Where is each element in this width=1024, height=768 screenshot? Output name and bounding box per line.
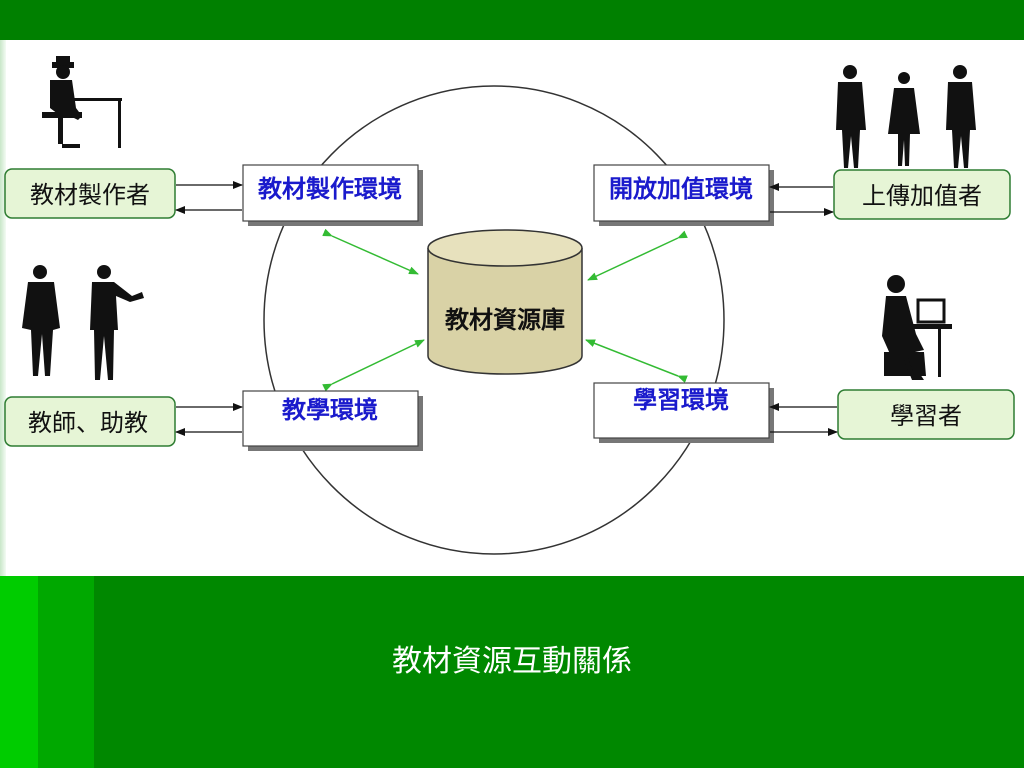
actor-learner-label: 學習者 <box>890 402 962 430</box>
env-value-added-label: 開放加值環境 <box>609 175 753 203</box>
connector-production <box>322 228 419 275</box>
header-bar <box>0 0 1024 40</box>
env-value-added-box: 開放加值環境 <box>593 164 774 226</box>
env-teaching-box: 教學環境 <box>242 390 423 451</box>
env-production-label: 教材製作環境 <box>258 175 402 203</box>
slide-caption: 教材資源互動關係 <box>392 644 632 679</box>
footer-stripe-mid <box>38 576 94 768</box>
env-learning-box: 學習環境 <box>593 382 774 443</box>
env-learning-label: 學習環境 <box>633 386 729 414</box>
environment-circle <box>263 85 725 555</box>
footer-stripe-light <box>0 576 38 768</box>
left-edge-stripe <box>0 40 6 576</box>
footer-area <box>0 576 1024 768</box>
actor-uploader-label: 上傳加值者 <box>862 182 982 210</box>
connector-value-added <box>587 230 688 281</box>
actor-producer-box: 教材製作者 <box>4 168 176 219</box>
actor-teacher-label: 教師、助教 <box>28 409 148 437</box>
database-connectors <box>322 228 688 392</box>
env-teaching-label: 教學環境 <box>282 396 378 424</box>
database-label: 教材資源庫 <box>445 306 565 334</box>
teachers-pair-icon <box>22 265 144 380</box>
connector-teaching <box>322 339 425 392</box>
resource-database: 教材資源庫 <box>427 229 583 375</box>
uploaders-group-icon <box>836 65 976 168</box>
learner-at-computer-icon <box>882 275 952 380</box>
actor-uploader-box: 上傳加值者 <box>833 169 1011 220</box>
actor-arrows <box>175 181 838 436</box>
producer-at-desk-icon <box>42 56 122 148</box>
actor-producer-label: 教材製作者 <box>30 181 150 209</box>
interaction-diagram: 教材資源庫 教材製作環境 開放加值環境 教學環境 學習環境 教材製作者 上傳加值… <box>4 56 1015 555</box>
connector-learning <box>585 339 688 384</box>
actor-teacher-box: 教師、助教 <box>4 396 176 447</box>
actor-learner-box: 學習者 <box>837 389 1015 440</box>
env-production-box: 教材製作環境 <box>242 164 423 226</box>
